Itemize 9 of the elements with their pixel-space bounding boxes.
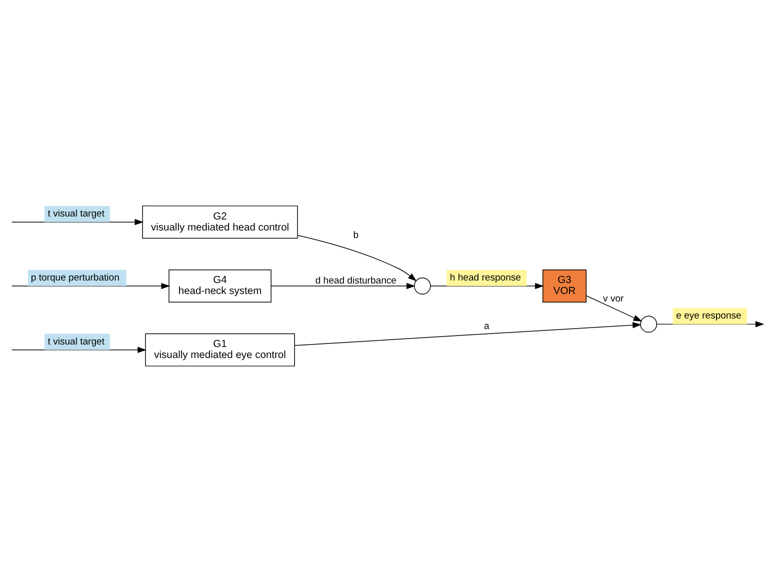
edge-label: h head response (450, 272, 521, 283)
edge-label: e eye response (676, 310, 742, 322)
edge-label: d head disturbance (315, 274, 396, 286)
edge-label: p torque perturbation (30, 272, 120, 283)
edge-label: b (353, 229, 359, 240)
edge-label: v vor (603, 293, 624, 304)
edge-label: t visual target (48, 336, 104, 347)
edge-label: a (484, 320, 490, 332)
edge-label: t visual target (48, 208, 104, 220)
